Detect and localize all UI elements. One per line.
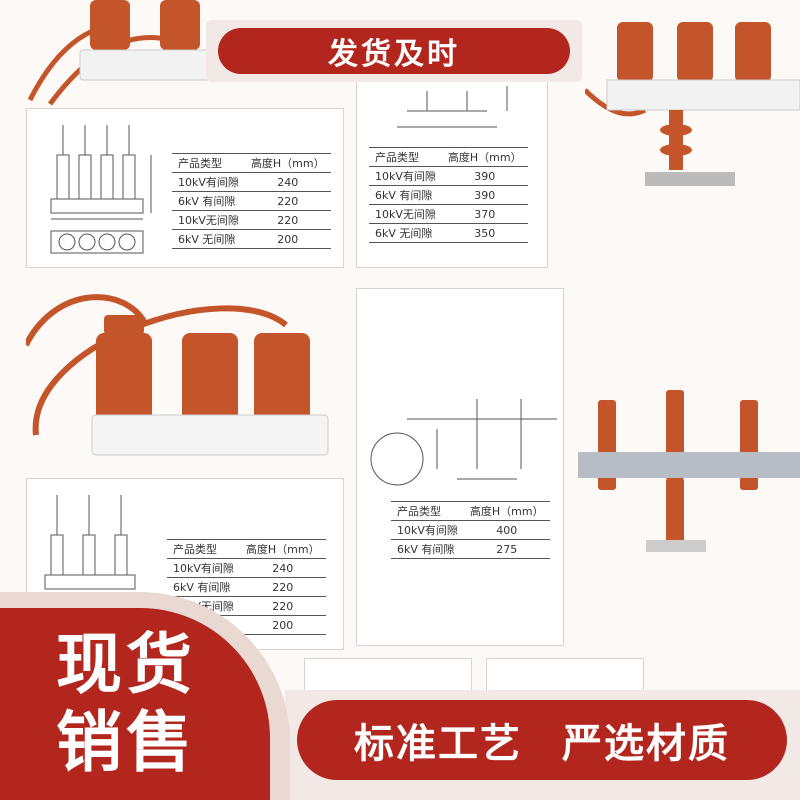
header-height: 高度H（mm） [239,539,326,559]
cell-type: 10kV有间隙 [391,520,464,540]
cell-type: 10kV有间隙 [167,558,240,578]
header-height: 高度H（mm） [244,153,331,173]
table-header-row: 产品类型 高度H（mm） [391,501,550,521]
header-height: 高度H（mm） [441,147,528,167]
cell-height: 370 [441,204,528,224]
cell-height: 220 [239,596,326,616]
cell-height: 240 [244,172,331,192]
cell-type: 6kV 无间隙 [172,229,245,249]
cell-height: 200 [239,615,326,635]
shipping-banner: 发货及时 [206,20,582,82]
stock-badge: 现货 销售 [0,592,290,800]
cell-height: 200 [244,229,331,249]
arrester-photo-top-right [585,22,800,186]
stock-line-2: 销售 [56,704,196,781]
cell-height: 240 [239,558,326,578]
material-label: 严选材质 [562,721,730,767]
cell-height: 220 [244,191,331,211]
cell-type: 10kV有间隙 [172,172,245,192]
cell-height: 275 [463,539,550,559]
stock-badge-inner: 现货 销售 [0,608,270,800]
dimension-drawing-top-middle [397,86,508,128]
cell-type: 6kV 有间隙 [172,191,245,211]
dimension-drawing-middle [370,399,557,486]
header-type: 产品类型 [172,153,245,173]
header-type: 产品类型 [167,539,240,559]
cell-type: 6kV 有间隙 [391,539,464,559]
stock-badge-text: 现货 销售 [56,626,196,782]
cell-height: 350 [441,223,528,243]
cell-height: 220 [239,577,326,597]
arrester-photo-middle-left [26,294,329,456]
table-header-row: 产品类型 高度H（mm） [167,539,326,559]
cell-height: 390 [441,185,528,205]
cell-type: 6kV 有间隙 [369,185,442,205]
table-header-row: 产品类型 高度H（mm） [369,147,528,167]
cell-type: 10kV无间隙 [369,204,442,224]
table-header-row: 产品类型 高度H（mm） [172,153,331,173]
cell-type: 6kV 无间隙 [369,223,442,243]
stock-line-1: 现货 [56,626,196,703]
cell-type: 10kV无间隙 [172,210,245,230]
cell-height: 220 [244,210,331,230]
header-type: 产品类型 [369,147,442,167]
header-height: 高度H（mm） [463,501,550,521]
cell-height: 400 [463,520,550,540]
dimension-drawing-top-left [50,125,152,254]
craft-label: 标准工艺 [354,721,522,767]
cell-type: 6kV 有间隙 [167,577,240,597]
cell-height: 390 [441,166,528,186]
shipping-banner-label: 发货及时 [218,28,570,74]
header-type: 产品类型 [391,501,464,521]
quality-banner-inner: 标准工艺 严选材质 [297,700,787,780]
cell-type: 10kV有间隙 [369,166,442,186]
arrester-photo-middle-right [578,390,800,552]
quality-banner: 标准工艺 严选材质 [285,690,800,800]
